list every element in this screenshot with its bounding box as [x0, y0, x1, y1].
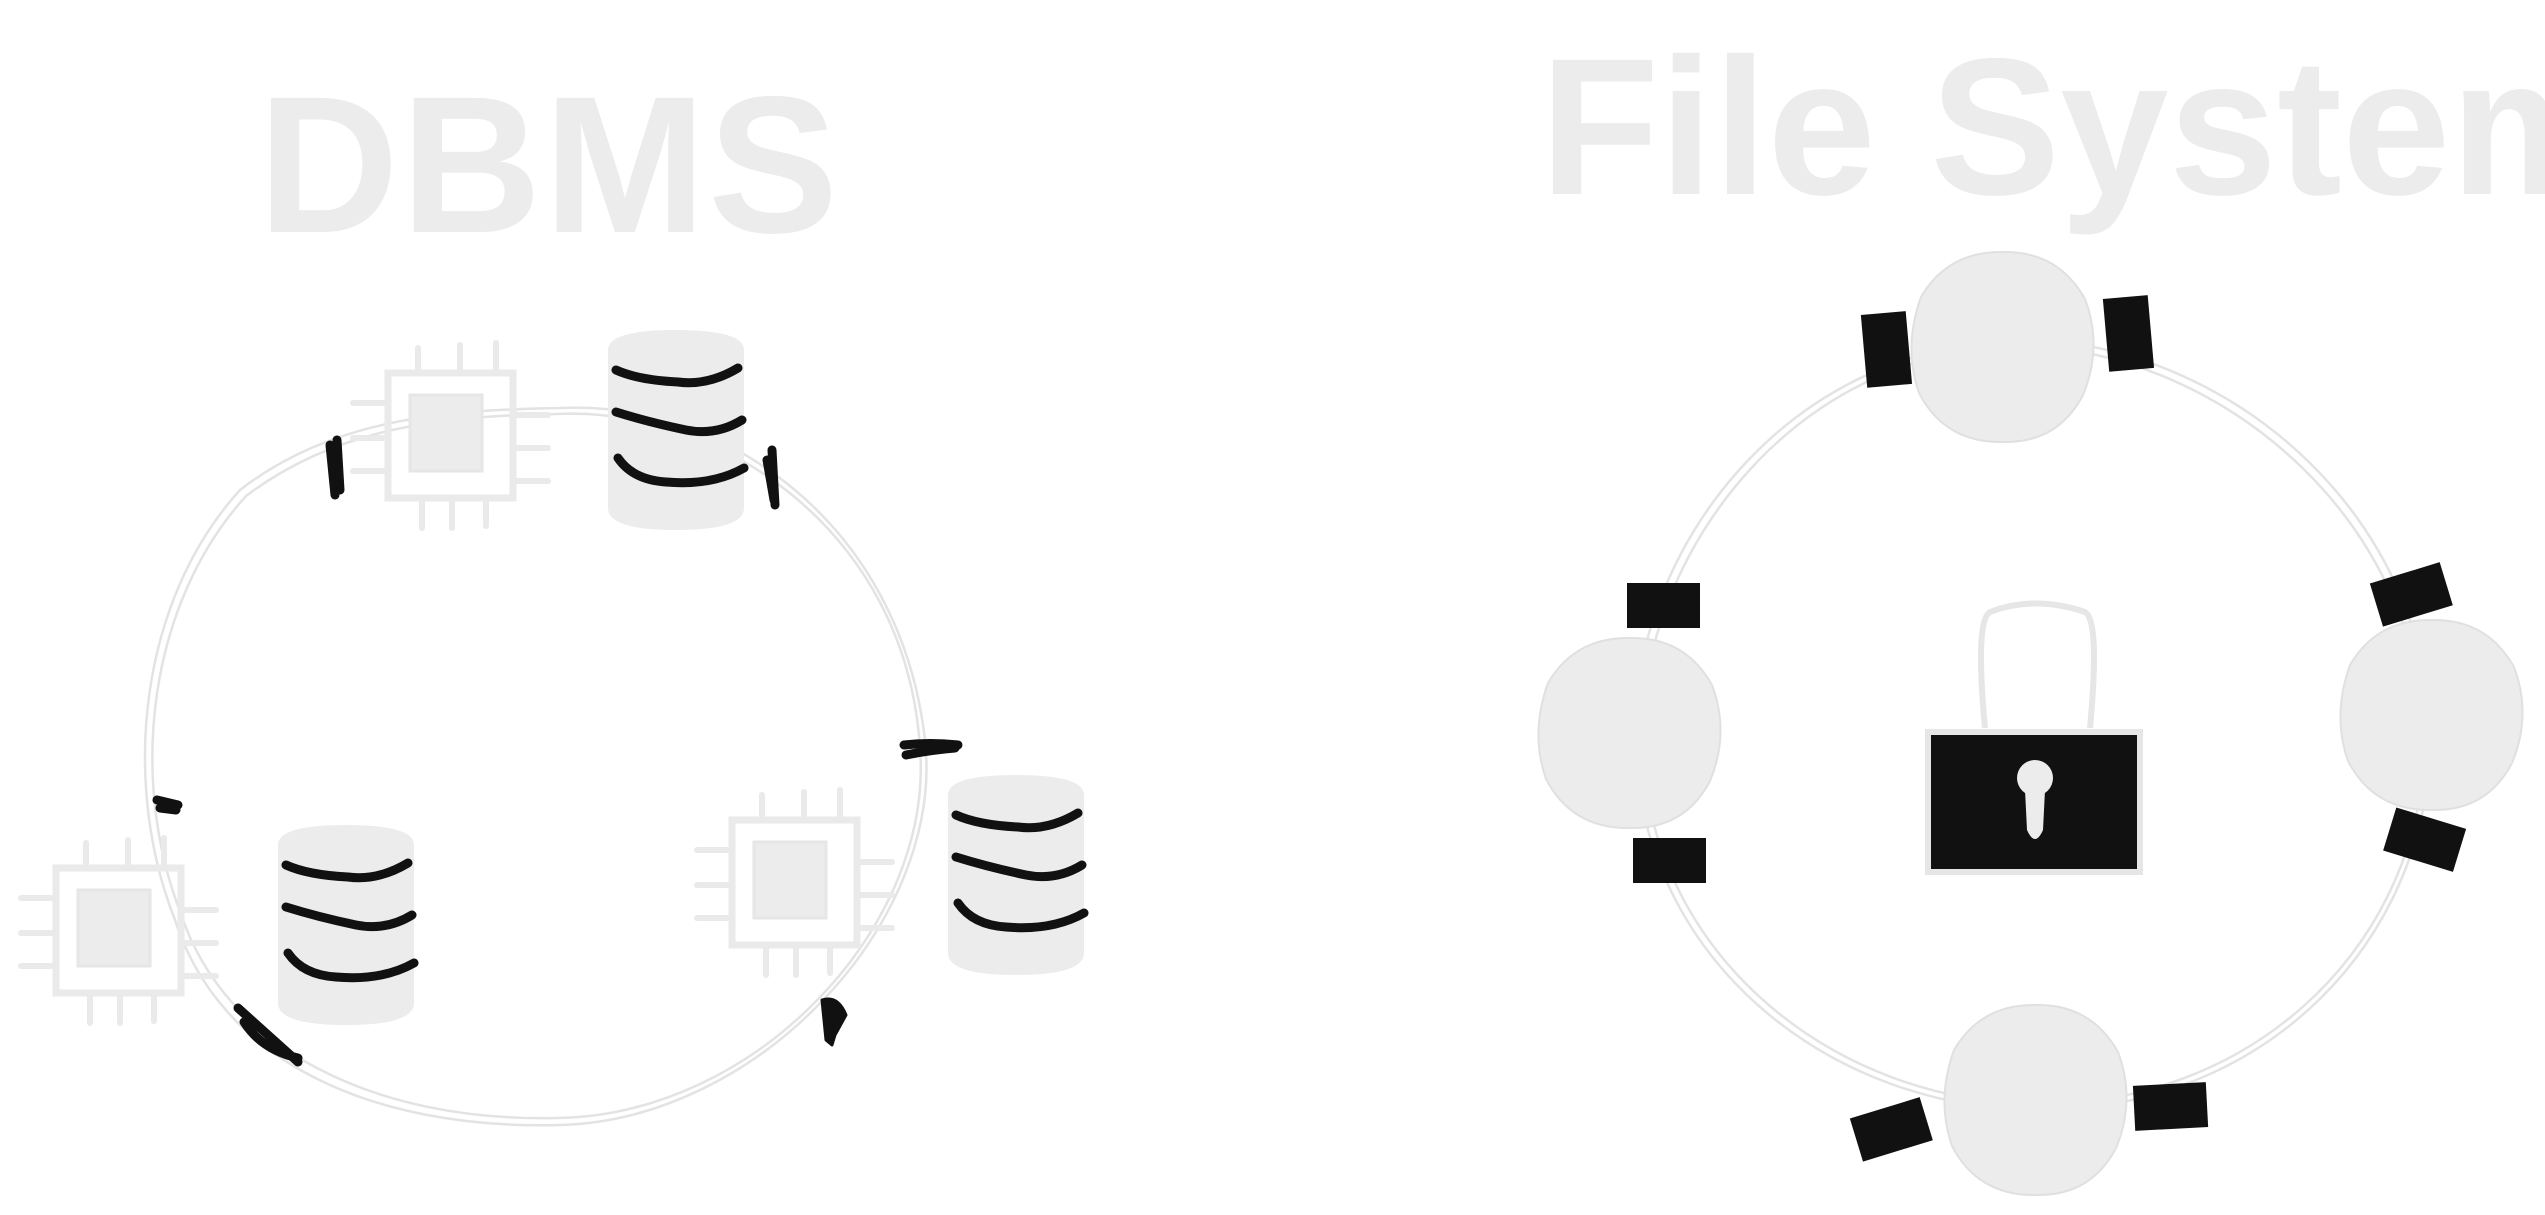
dbms-node-bottom-left [21, 825, 414, 1025]
port-block [2102, 295, 2155, 372]
database-cylinder-icon [948, 775, 1084, 975]
circle-node-right [2339, 618, 2524, 812]
connector-mark [155, 803, 181, 815]
dbms-ring-stroke-2 [151, 412, 923, 1120]
dbms-diagram [21, 330, 1084, 1127]
connector-mark [239, 1017, 303, 1063]
port-block [1633, 838, 1706, 883]
cpu-chip-icon [697, 790, 892, 975]
file-system-diagram [1537, 250, 2524, 1197]
connector-mark [901, 743, 960, 760]
port-block [1849, 1097, 1933, 1162]
port-block [1860, 311, 1913, 388]
fs-ring [1633, 338, 2432, 1112]
dbms-title: DBMS [258, 56, 841, 274]
connector-mark [820, 997, 848, 1047]
database-cylinder-icon [278, 825, 414, 1025]
keyhole-icon [2017, 760, 2053, 796]
circle-node-bottom [1943, 1003, 2128, 1197]
fs-ports [1627, 295, 2467, 1162]
dbms-ring [143, 406, 928, 1127]
port-block [2369, 562, 2453, 627]
connector-mark [152, 795, 183, 810]
circle-node-top [1910, 250, 2095, 444]
circle-node-left [1537, 636, 1722, 830]
connector-mark [332, 435, 345, 495]
port-block [1627, 583, 1700, 628]
file-system-title: File System [1540, 18, 2545, 236]
dbms-node-top [353, 330, 744, 530]
connector-mark [762, 455, 779, 505]
lock-icon [1925, 600, 2143, 875]
cpu-chip-icon [353, 343, 548, 528]
database-cylinder-icon [608, 330, 744, 530]
port-block [2132, 1082, 2209, 1131]
dbms-connectors [152, 435, 963, 1067]
port-block [2383, 807, 2467, 872]
dbms-node-bottom-right [697, 775, 1084, 975]
connector-mark [325, 440, 340, 500]
